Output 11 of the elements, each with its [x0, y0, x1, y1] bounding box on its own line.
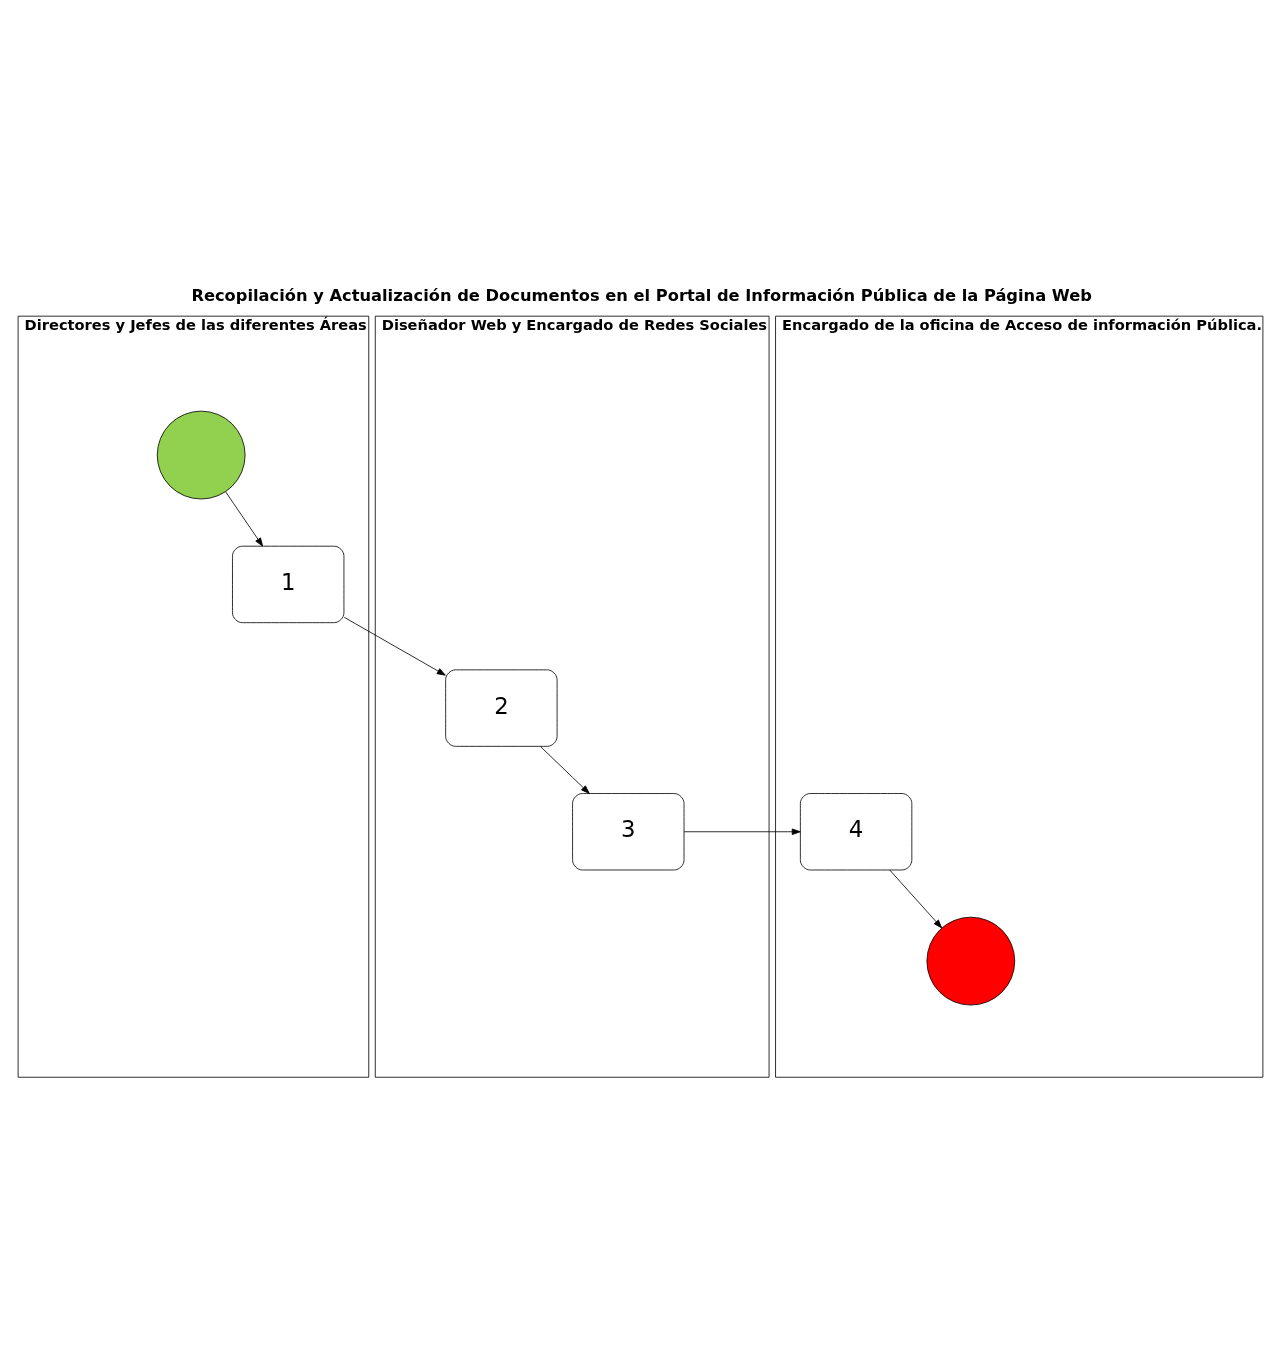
arrow — [889, 869, 943, 929]
arrow — [540, 746, 590, 794]
arrow — [225, 491, 264, 547]
arrow — [343, 616, 446, 676]
node-box: 1 — [232, 545, 345, 624]
node-circle — [156, 410, 246, 500]
diagram-title: Recopilación y Actualización de Documentos en el Portal de Información Pública de la Página Web — [191, 285, 1092, 305]
node-box: 4 — [799, 793, 913, 871]
arrow — [683, 828, 801, 835]
node-box: 2 — [445, 669, 558, 747]
node-box: 3 — [572, 793, 685, 871]
